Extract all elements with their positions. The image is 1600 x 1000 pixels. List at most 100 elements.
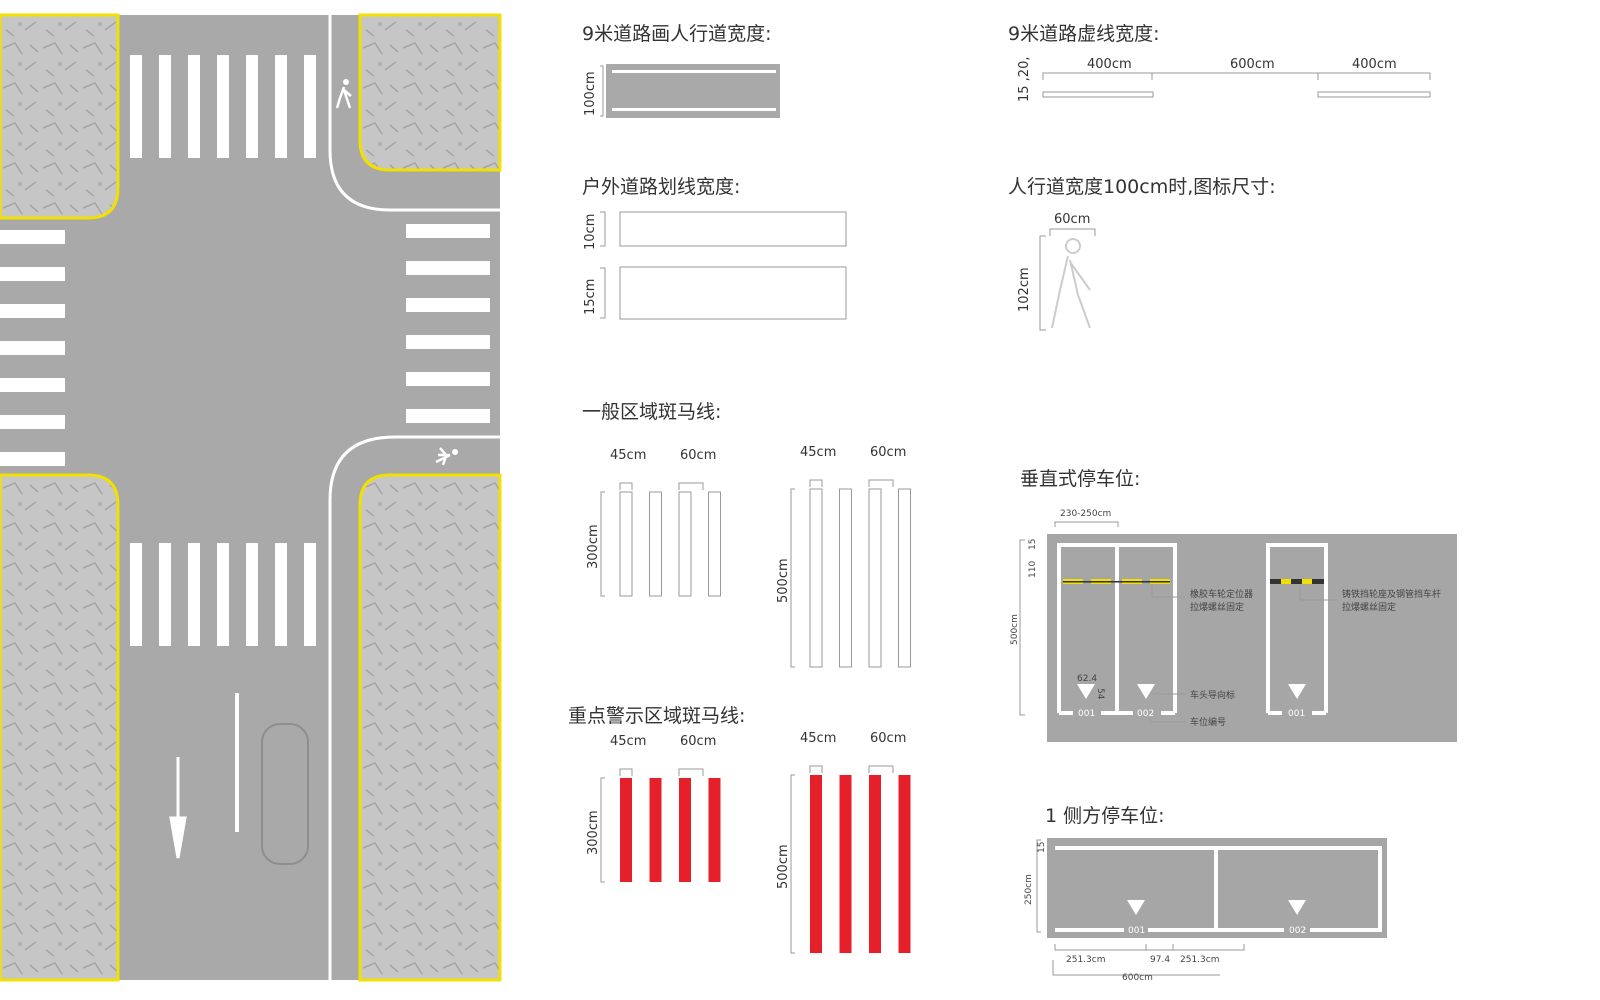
crosswalk-stripe bbox=[406, 298, 490, 312]
zebra-stripe bbox=[839, 775, 852, 953]
dim-label: 60cm bbox=[1054, 212, 1090, 227]
crosswalk-stripe bbox=[130, 543, 142, 646]
annotation: 拉爆螺丝固定 bbox=[1190, 601, 1244, 613]
section-title: 户外道路划线宽度: bbox=[582, 176, 740, 198]
crosswalk-stripe bbox=[217, 543, 229, 646]
pedestrian-icon bbox=[335, 79, 352, 109]
dim-label: 45cm bbox=[610, 448, 646, 463]
crosswalk-stripe bbox=[0, 378, 65, 392]
zebra-stripe bbox=[708, 778, 721, 882]
crosswalk-stripe bbox=[406, 224, 490, 238]
dim-label: 110 bbox=[1028, 561, 1038, 578]
dim-label: 45cm bbox=[800, 731, 836, 746]
pedestrian-icon bbox=[1051, 238, 1091, 329]
stall-outline bbox=[1266, 543, 1328, 715]
dim-label: 300cm bbox=[586, 810, 601, 855]
crosswalk-stripe bbox=[275, 543, 287, 646]
zebra-stripe bbox=[869, 775, 881, 953]
dim-label: 300cm bbox=[586, 524, 601, 569]
dash-segment bbox=[1317, 91, 1431, 98]
intersection-plan bbox=[0, 13, 502, 982]
sidewalk-top-right bbox=[358, 13, 502, 172]
stall-number: 002 bbox=[1137, 709, 1154, 719]
zebra-stripe bbox=[649, 778, 662, 882]
stall-number: 001 bbox=[1128, 926, 1145, 936]
crosswalk-stripe bbox=[130, 55, 142, 158]
annotation: 橡胶车轮定位器 bbox=[1190, 588, 1253, 600]
dim-label: 400cm bbox=[1352, 57, 1397, 72]
crosswalk-stripe bbox=[159, 543, 171, 646]
section-title: 9米道路虚线宽度: bbox=[1008, 23, 1160, 45]
sidewalk-top-left bbox=[0, 13, 120, 220]
crosswalk-stripe bbox=[246, 55, 258, 158]
stall-number: 001 bbox=[1078, 709, 1095, 719]
crosswalk-stripe bbox=[406, 372, 490, 386]
crosswalk-stripe bbox=[0, 304, 65, 318]
crosswalk-stripe bbox=[0, 267, 65, 281]
dim-label: 15cm bbox=[583, 279, 598, 315]
zebra-stripe bbox=[810, 775, 822, 953]
car-outline-icon bbox=[261, 723, 309, 865]
crosswalk-stripe bbox=[304, 55, 316, 158]
annotation: 车位编号 bbox=[1190, 716, 1226, 728]
stall-number: 002 bbox=[1289, 926, 1306, 936]
dim-label: 251.3cm bbox=[1066, 955, 1105, 965]
crosswalk-stripe bbox=[0, 341, 65, 355]
stall-outline bbox=[1055, 846, 1382, 932]
crosswalk-stripe bbox=[0, 452, 65, 466]
dim-label: 600cm bbox=[1122, 973, 1153, 983]
dim-label: 15 bbox=[1028, 539, 1038, 550]
dim-label: 60cm bbox=[680, 734, 716, 749]
dim-label: 15 bbox=[1037, 842, 1047, 853]
dim-label: 102cm bbox=[1017, 267, 1032, 312]
crosswalk-stripe bbox=[188, 543, 200, 646]
section-title: 1 侧方停车位: bbox=[1045, 805, 1165, 827]
line-sample-10cm bbox=[619, 211, 847, 247]
zebra-stripe bbox=[868, 488, 882, 668]
crosswalk-stripe bbox=[217, 55, 229, 158]
crosswalk-stripe bbox=[304, 543, 316, 646]
section-title: 9米道路画人行道宽度: bbox=[582, 23, 772, 45]
dim-label: 97.4 bbox=[1150, 955, 1170, 965]
annotation: 车头导向标 bbox=[1190, 689, 1235, 701]
crosswalk-stripe bbox=[0, 230, 65, 244]
crosswalks bbox=[0, 55, 490, 646]
zebra-stripe bbox=[619, 491, 633, 597]
dim-label: 400cm bbox=[1087, 57, 1132, 72]
perpendicular-parking-panel bbox=[1047, 534, 1457, 742]
zebra-stripe bbox=[708, 491, 721, 597]
dim-label: 251.3cm bbox=[1180, 955, 1219, 965]
pedestrian-icon-2 bbox=[435, 447, 458, 466]
zebra-stripe bbox=[679, 778, 691, 882]
bike-lane-line-top bbox=[328, 15, 500, 212]
zebra-stripe bbox=[620, 778, 632, 882]
dim-label: 500cm bbox=[776, 558, 791, 603]
dash-segment bbox=[1042, 91, 1154, 98]
zebra-stripe bbox=[678, 491, 692, 597]
dim-label: 60cm bbox=[680, 448, 716, 463]
stall-outline bbox=[1057, 543, 1177, 715]
crosswalk-stripe bbox=[159, 55, 171, 158]
dim-label: 54 bbox=[1095, 688, 1105, 700]
zebra-stripe bbox=[898, 775, 911, 953]
section-title: 一般区域斑马线: bbox=[582, 401, 721, 423]
stall-number: 001 bbox=[1288, 709, 1305, 719]
crosswalk-stripe bbox=[275, 55, 287, 158]
wheel-stopper bbox=[1063, 579, 1324, 584]
crosswalk-stripe bbox=[0, 415, 65, 429]
sidewalk-bottom-left bbox=[0, 473, 120, 982]
dim-label: 60cm bbox=[870, 731, 906, 746]
zebra-stripe bbox=[809, 488, 823, 668]
zebra-stripe bbox=[839, 488, 852, 668]
dim-label: 60cm bbox=[870, 445, 906, 460]
section-title: 重点警示区域斑马线: bbox=[568, 705, 745, 727]
arrow-down-icon bbox=[169, 757, 187, 859]
crosswalk-stripe bbox=[406, 261, 490, 275]
annotation: 铸铁挡轮座及钢管挡车杆 bbox=[1342, 588, 1441, 600]
zebra-stripe bbox=[898, 488, 911, 668]
sidewalk-bottom-right bbox=[358, 473, 502, 982]
dim-label: 10cm bbox=[583, 214, 598, 250]
bike-lane-line-bottom bbox=[328, 435, 500, 980]
